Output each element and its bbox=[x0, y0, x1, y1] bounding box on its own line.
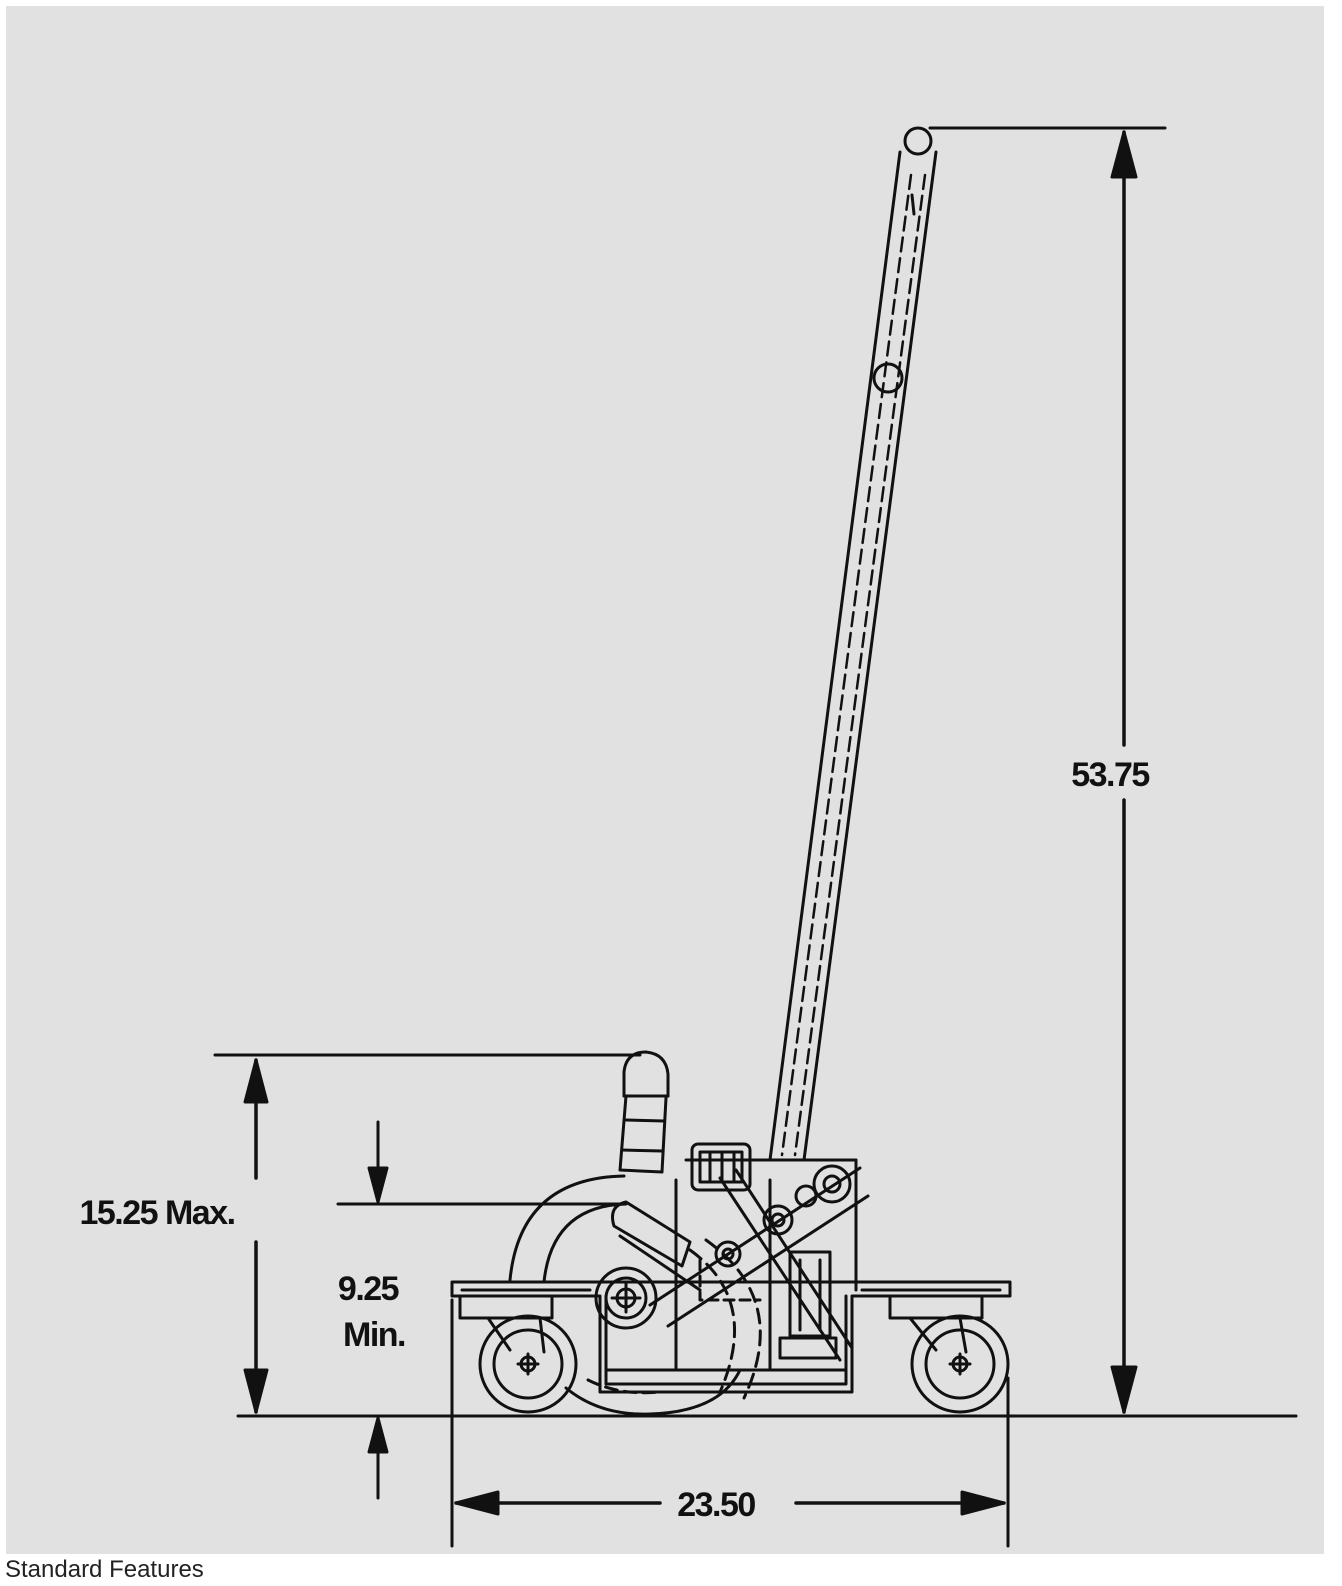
lift-height-min-value-label: 9.25 bbox=[338, 1270, 399, 1308]
handle-height-dimension bbox=[213, 1053, 642, 1414]
pump-handle bbox=[768, 126, 938, 1162]
handle-height-max-label: 15.25 Max. bbox=[79, 1194, 234, 1232]
pump-mechanism bbox=[611, 1142, 870, 1362]
overall-height-dimension bbox=[928, 126, 1167, 1414]
overall-length-dimension bbox=[450, 1298, 1010, 1548]
front-caster-wheel bbox=[458, 1294, 578, 1414]
overall-height-label: 53.75 bbox=[1071, 756, 1149, 794]
rear-caster-wheel bbox=[888, 1294, 1010, 1414]
lift-height-dimension bbox=[336, 1120, 622, 1500]
lift-roller bbox=[594, 1266, 658, 1330]
caption-text: Standard Features bbox=[5, 1556, 204, 1583]
release-handle bbox=[618, 1050, 670, 1174]
overall-length-label: 23.50 bbox=[677, 1486, 755, 1524]
lift-height-min-unit-label: Min. bbox=[343, 1316, 405, 1354]
